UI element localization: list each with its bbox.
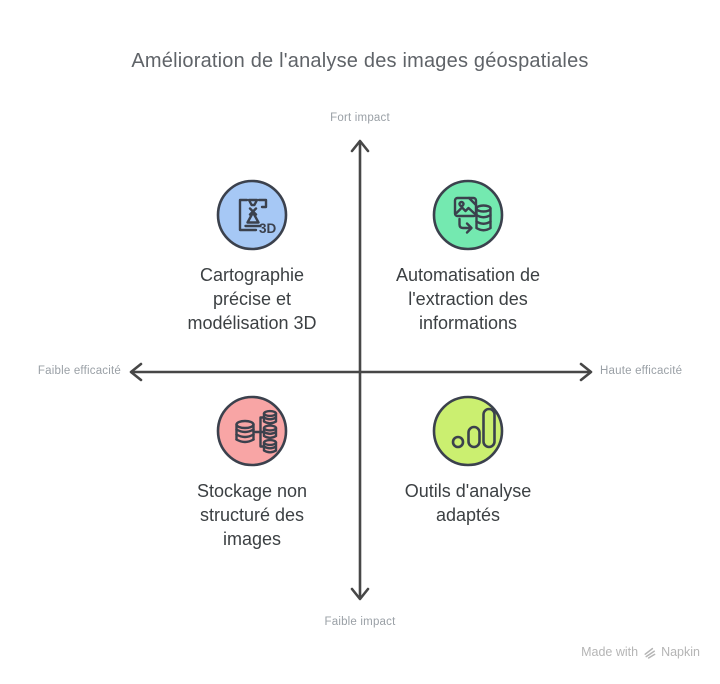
watermark-prefix: Made with [581, 645, 639, 659]
quadrant-bottom-left: Stockage non structuré des images [144, 395, 360, 551]
arrowhead-left-icon [129, 362, 143, 382]
quadrant-label: Cartographie précise et modélisation 3D [187, 265, 317, 333]
quadrant-top-left: 3D Cartographie précise et modélisation … [144, 179, 360, 335]
arrowhead-down-icon [350, 587, 370, 601]
bar-chart-icon [432, 395, 504, 467]
axis-label-bottom: Faible impact [324, 616, 396, 628]
napkin-watermark[interactable]: Made with Napkin [581, 645, 700, 659]
page-title: Amélioration de l'analyse des images géo… [131, 50, 589, 72]
quadrant-bottom-right: Outils d'analyse adaptés [360, 395, 576, 527]
quadrant-label: Automatisation de l'extraction des infor… [395, 265, 541, 333]
image-to-database-icon [432, 179, 504, 251]
quadrant-top-right: Automatisation de l'extraction des infor… [360, 179, 576, 335]
quadrant-label: Outils d'analyse adaptés [404, 481, 532, 525]
watermark-brand: Napkin [661, 645, 700, 659]
axis-label-right: Haute efficacité [600, 365, 683, 377]
arrowhead-up-icon [350, 139, 370, 153]
axis-label-top: Fort impact [330, 112, 390, 124]
arrowhead-right-icon [579, 362, 593, 382]
3d-icon-text: 3D [259, 221, 277, 236]
quadrant-label: Stockage non structuré des images [196, 481, 308, 549]
napkin-logo-icon [644, 647, 656, 659]
database-branch-icon [216, 395, 288, 467]
axis-label-left: Faible efficacité [37, 365, 121, 377]
3d-printer-icon: 3D [216, 179, 288, 251]
